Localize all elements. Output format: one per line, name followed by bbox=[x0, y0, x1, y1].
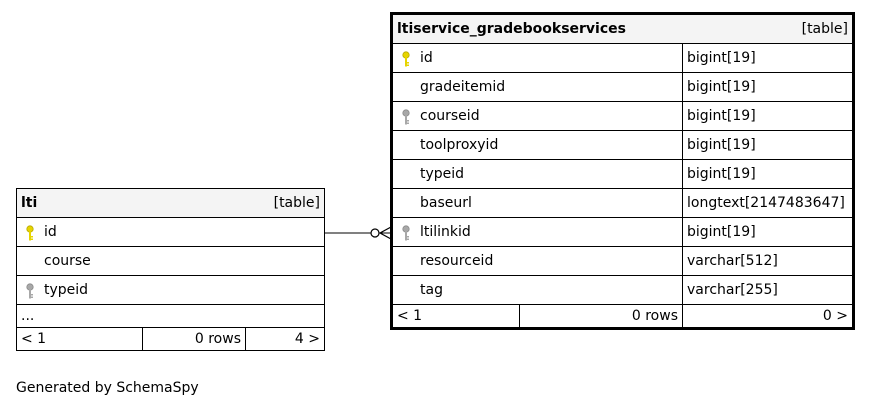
column-resourceid[interactable]: resourceid bbox=[391, 246, 683, 276]
table-row: baseurl longtext[2147483647] bbox=[391, 188, 854, 218]
table-lti-header[interactable]: lti [table] bbox=[16, 188, 325, 218]
column-name: baseurl bbox=[420, 195, 472, 211]
column-name: course bbox=[44, 253, 91, 269]
primary-key-icon bbox=[26, 225, 34, 241]
column-courseid[interactable]: courseid bbox=[391, 101, 683, 131]
column-type: bigint[19] bbox=[682, 72, 854, 102]
column-name: resourceid bbox=[420, 253, 494, 269]
table-name[interactable]: lti bbox=[21, 195, 38, 211]
table-footer: < 1 0 rows 4 > bbox=[16, 327, 325, 351]
column-type: bigint[19] bbox=[682, 43, 854, 73]
column-id[interactable]: id bbox=[16, 217, 325, 247]
column-type: bigint[19] bbox=[682, 130, 854, 160]
column-typeid[interactable]: typeid bbox=[391, 159, 683, 189]
primary-key-icon bbox=[402, 51, 410, 67]
generated-by-label: Generated by SchemaSpy bbox=[16, 380, 199, 396]
table-row: ltilinkid bigint[19] bbox=[391, 217, 854, 247]
column-type: longtext[2147483647] bbox=[682, 188, 854, 218]
table-row: tag varchar[255] bbox=[391, 275, 854, 305]
table-row: resourceid varchar[512] bbox=[391, 246, 854, 276]
table-row: toolproxyid bigint[19] bbox=[391, 130, 854, 160]
parents-count[interactable]: < 1 bbox=[391, 304, 520, 329]
table-row: id bbox=[16, 217, 325, 247]
table-gradebook-header[interactable]: ltiservice_gradebookservices [table] bbox=[391, 13, 854, 44]
column-course[interactable]: course bbox=[16, 246, 325, 276]
column-name: id bbox=[44, 224, 57, 240]
column-type: varchar[255] bbox=[682, 275, 854, 305]
table-lti[interactable]: lti [table] id course typeid ... < 1 0 r… bbox=[16, 188, 325, 351]
table-name[interactable]: ltiservice_gradebookservices bbox=[397, 21, 626, 37]
column-name: tag bbox=[420, 282, 443, 298]
table-row: typeid bigint[19] bbox=[391, 159, 854, 189]
foreign-key-icon bbox=[402, 109, 410, 125]
column-typeid[interactable]: typeid bbox=[16, 275, 325, 305]
table-type: [table] bbox=[801, 21, 848, 37]
column-name: typeid bbox=[44, 282, 89, 298]
column-ltilinkid[interactable]: ltilinkid bbox=[391, 217, 683, 247]
table-row: course bbox=[16, 246, 325, 276]
table-row: typeid bbox=[16, 275, 325, 305]
children-count[interactable]: 0 > bbox=[682, 304, 854, 329]
column-baseurl[interactable]: baseurl bbox=[391, 188, 683, 218]
column-name: id bbox=[420, 50, 433, 66]
relationship-zero-marker bbox=[370, 228, 380, 238]
relationship-crowfoot-upper bbox=[379, 226, 392, 234]
column-name: gradeitemid bbox=[420, 79, 506, 95]
more-columns[interactable]: ... bbox=[16, 304, 325, 328]
foreign-key-icon bbox=[26, 283, 34, 299]
relationship-crowfoot-lower bbox=[379, 232, 392, 240]
row-count: 0 rows bbox=[519, 304, 683, 329]
column-tag[interactable]: tag bbox=[391, 275, 683, 305]
table-row: courseid bigint[19] bbox=[391, 101, 854, 131]
column-toolproxyid[interactable]: toolproxyid bbox=[391, 130, 683, 160]
column-name: toolproxyid bbox=[420, 137, 499, 153]
column-type: varchar[512] bbox=[682, 246, 854, 276]
column-id[interactable]: id bbox=[391, 43, 683, 73]
column-name: courseid bbox=[420, 108, 480, 124]
column-type: bigint[19] bbox=[682, 217, 854, 247]
column-name: ltilinkid bbox=[420, 224, 471, 240]
table-row: gradeitemid bigint[19] bbox=[391, 72, 854, 102]
column-type: bigint[19] bbox=[682, 159, 854, 189]
column-type: bigint[19] bbox=[682, 101, 854, 131]
table-ltiservice-gradebookservices[interactable]: ltiservice_gradebookservices [table] id … bbox=[390, 12, 855, 330]
table-type: [table] bbox=[273, 195, 320, 211]
parents-count[interactable]: < 1 bbox=[16, 327, 143, 351]
column-gradeitemid[interactable]: gradeitemid bbox=[391, 72, 683, 102]
row-count: 0 rows bbox=[142, 327, 246, 351]
foreign-key-icon bbox=[402, 225, 410, 241]
table-footer: < 1 0 rows 0 > bbox=[391, 304, 854, 329]
table-row: id bigint[19] bbox=[391, 43, 854, 73]
children-count[interactable]: 4 > bbox=[245, 327, 325, 351]
column-name: typeid bbox=[420, 166, 465, 182]
